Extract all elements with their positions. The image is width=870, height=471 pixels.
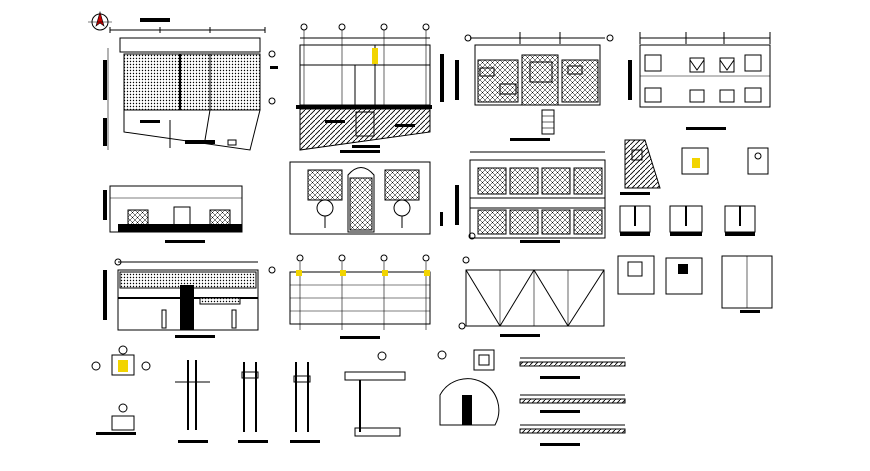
details-stair — [620, 139, 769, 195]
elevation-front — [289, 150, 443, 235]
details-columns — [91, 345, 320, 443]
plan-roof-framing — [458, 256, 605, 337]
plan-first-floor — [268, 23, 444, 151]
plan-ground-floor — [103, 18, 266, 151]
north-arrow-icon — [88, 10, 112, 31]
section-longitudinal — [103, 258, 259, 338]
details-beams — [344, 349, 626, 446]
plan-foundation-grid — [268, 254, 431, 339]
plan-furniture — [628, 32, 771, 130]
elevation-rear — [455, 151, 606, 243]
plan-roof-slab — [455, 32, 614, 141]
details-footings — [617, 205, 773, 313]
elevation-side — [103, 185, 243, 243]
